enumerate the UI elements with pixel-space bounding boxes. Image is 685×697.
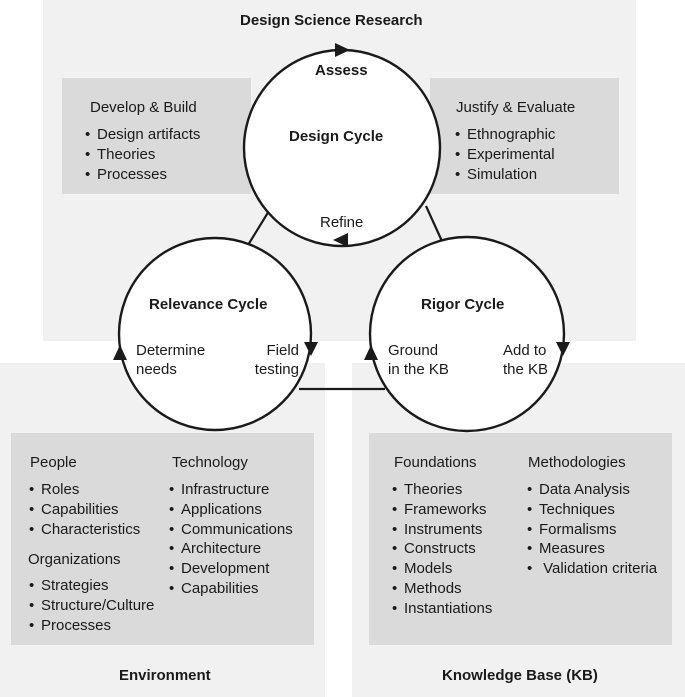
list-item: Data Analysis: [526, 480, 657, 500]
rigor-cycle-circle: [368, 235, 566, 433]
knowledge-base-title: Knowledge Base (KB): [442, 667, 598, 684]
list-item: Experimental: [454, 145, 555, 165]
list-item: Models: [391, 559, 492, 579]
list-item: Constructs: [391, 539, 492, 559]
people-header: People: [30, 454, 77, 471]
rigor-cycle-title: Rigor Cycle: [421, 296, 505, 313]
ground-up-arrow-icon: [364, 345, 378, 360]
environment-title: Environment: [119, 667, 211, 684]
develop-build-box: Develop & Build Design artifacts Theorie…: [62, 78, 251, 194]
assess-arrow-icon: [335, 43, 350, 57]
list-item: Design artifacts: [84, 125, 200, 145]
list-item: Capabilities: [28, 500, 140, 520]
list-item: Theories: [391, 480, 492, 500]
develop-build-list: Design artifacts Theories Processes: [84, 125, 200, 184]
methodologies-list: Data Analysis Techniques Formalisms Meas…: [526, 480, 657, 579]
relevance-cycle-circle: [117, 236, 313, 432]
list-item: Processes: [84, 165, 200, 185]
list-item: Instantiations: [391, 599, 492, 619]
list-item: Theories: [84, 145, 200, 165]
design-science-research-title: Design Science Research: [240, 12, 423, 29]
list-item: Formalisms: [526, 520, 657, 540]
list-item-continuation: Architecture: [168, 539, 293, 559]
list-item: Development: [168, 559, 293, 579]
add-to-kb-label: Add to the KB: [503, 342, 549, 378]
list-item: Ethnographic: [454, 125, 555, 145]
add-to-kb-down-arrow-icon: [556, 342, 570, 356]
relevance-cycle-title: Relevance Cycle: [149, 296, 268, 313]
list-item-continuation: Techniques: [526, 500, 657, 520]
list-item: Strategies: [28, 576, 154, 596]
list-item: Measures: [526, 539, 657, 559]
list-item: Simulation: [454, 165, 555, 185]
assess-label: Assess: [315, 62, 368, 79]
list-item: Characteristics: [28, 520, 140, 540]
field-testing-down-arrow-icon: [304, 342, 318, 356]
list-item: Frameworks: [391, 500, 492, 520]
organizations-list: Strategies Structure/Culture Processes: [28, 576, 154, 635]
foundations-header: Foundations: [394, 454, 477, 471]
refine-label: Refine: [320, 214, 364, 231]
develop-build-header: Develop & Build: [90, 99, 197, 116]
foundations-list: Theories Frameworks Instruments Construc…: [391, 480, 492, 619]
list-item-continuation: Capabilities: [168, 579, 293, 599]
determine-needs-label: Determine needs: [136, 342, 206, 378]
list-item: Methods: [391, 579, 492, 599]
justify-evaluate-list: Ethnographic Experimental Simulation: [454, 125, 555, 184]
ground-in-kb-label: Ground in the KB: [388, 342, 449, 378]
refine-arrow-icon: [333, 233, 348, 247]
technology-list: Infrastructure Applications Communicatio…: [168, 480, 293, 599]
justify-evaluate-box: Justify & Evaluate Ethnographic Experime…: [430, 78, 619, 194]
list-item: Instruments: [391, 520, 492, 540]
environment-box: People Roles Capabilities Characteristic…: [11, 433, 314, 645]
justify-evaluate-header: Justify & Evaluate: [456, 99, 576, 116]
list-item: Infrastructure: [168, 480, 293, 500]
knowledge-base-box: Foundations Theories Frameworks Instrume…: [369, 433, 672, 645]
methodologies-header: Methodologies: [528, 454, 626, 471]
people-list: Roles Capabilities Characteristics: [28, 480, 140, 539]
organizations-header: Organizations: [28, 551, 121, 568]
field-testing-label: Field testing: [254, 342, 299, 378]
list-item: Communications: [168, 520, 293, 540]
determine-up-arrow-icon: [113, 345, 127, 360]
list-item: Roles: [28, 480, 140, 500]
list-item: Applications: [168, 500, 293, 520]
list-item: Processes: [28, 616, 154, 636]
list-item: Structure/Culture: [28, 596, 154, 616]
design-cycle-title: Design Cycle: [289, 128, 384, 145]
technology-header: Technology: [172, 454, 248, 471]
list-item: Validation criteria: [526, 559, 657, 579]
